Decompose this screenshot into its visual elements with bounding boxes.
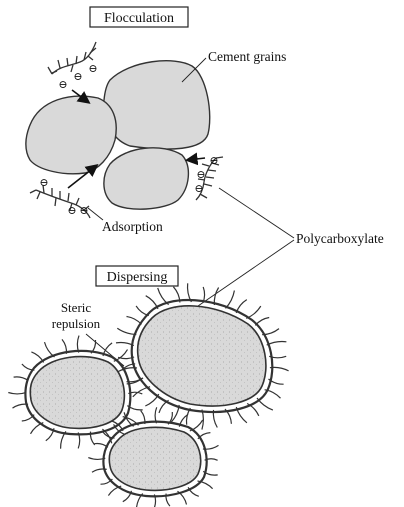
- arrow-icon: [188, 158, 205, 160]
- charge-icon: ⊖: [196, 169, 205, 181]
- side-chain-hair: [127, 317, 142, 325]
- side-chain-hair: [205, 459, 218, 461]
- dispersing-section: Dispersing Steric repulsion: [8, 266, 288, 507]
- charge-icon: ⊖: [79, 205, 88, 217]
- charge-icon: ⊖: [73, 71, 82, 83]
- adsorption-label: Adsorption: [102, 219, 163, 234]
- cement-grain-top: [104, 61, 210, 149]
- flocculation-section: Flocculation Cement grains ⊖ ⊖ ⊖ ⊖ ⊖ ⊖ ⊖: [26, 7, 286, 234]
- charge-icon: ⊖: [67, 205, 76, 217]
- cement-grains-label: Cement grains: [208, 49, 286, 64]
- charge-icon: ⊖: [58, 79, 67, 91]
- side-chain-hair: [202, 410, 204, 430]
- steric-repulsion-label-line2: repulsion: [52, 316, 101, 331]
- side-chain-hair: [13, 404, 29, 408]
- side-chain-hair: [78, 432, 80, 448]
- side-chain-hair: [14, 377, 29, 381]
- charge-icon: ⊖: [209, 155, 218, 167]
- dispersing-title: Dispersing: [107, 270, 168, 285]
- dispersed-grain-large: [138, 306, 266, 406]
- flocculation-title: Flocculation: [104, 11, 174, 26]
- side-chain-hair: [203, 287, 205, 303]
- charge-icon: ⊖: [194, 183, 203, 195]
- cement-grain-bottom: [104, 148, 189, 209]
- side-chain-hair: [8, 392, 26, 394]
- dispersed-grain-bottom: [109, 427, 200, 490]
- charge-icon: ⊖: [88, 63, 97, 75]
- adsorption-leader: [88, 208, 103, 220]
- charge-icon: ⊖: [39, 177, 48, 189]
- polycarboxylate-label: Polycarboxylate: [296, 231, 384, 246]
- side-chain-hair: [117, 328, 136, 334]
- cement-grain-left: [26, 96, 116, 174]
- polycarboxylate-leader-top: [219, 188, 294, 238]
- polycarboxylate-leader-bottom: [198, 240, 294, 306]
- side-chain-hair: [269, 356, 286, 358]
- steric-repulsion-label-line1: Steric: [61, 300, 92, 315]
- dispersed-grain-left: [30, 357, 124, 429]
